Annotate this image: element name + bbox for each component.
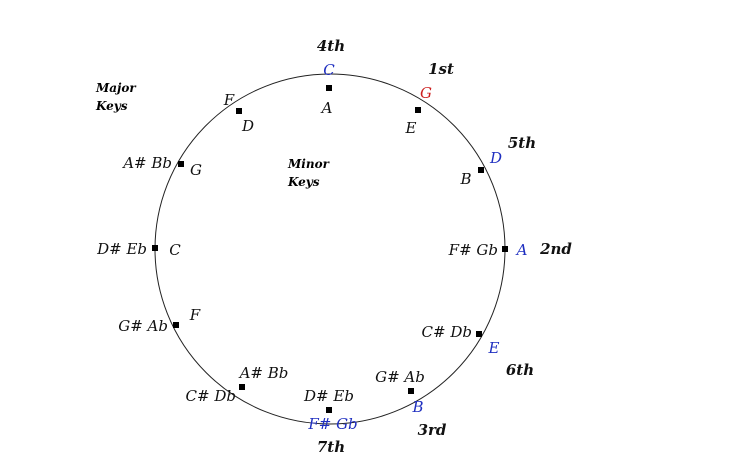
node-marker-a <box>502 246 508 252</box>
minor-key-label-b: G# Ab <box>375 368 425 386</box>
key-node-gs: G# Ab F <box>118 306 201 335</box>
major-key-label-d: D <box>489 149 502 167</box>
minor-keys-caption-line2: Keys <box>287 175 320 189</box>
major-key-label-e: E <box>488 339 500 357</box>
order-label-g: 1st <box>428 60 454 78</box>
minor-key-label-cs: A# Bb <box>238 364 289 382</box>
node-marker-fs <box>326 407 332 413</box>
key-node-d: DB 5th <box>459 134 536 188</box>
minor-key-label-f: D <box>241 117 254 135</box>
key-node-fs: F# Gb D# Eb 7th <box>303 387 358 455</box>
major-keys-caption-line2: Keys <box>95 99 128 113</box>
node-marker-gs <box>173 322 179 328</box>
major-keys-caption-line1: Major <box>95 81 137 95</box>
node-marker-e <box>476 331 482 337</box>
major-key-label-ds: D# Eb <box>96 240 147 258</box>
major-key-label-b: B <box>411 398 423 416</box>
node-marker-c <box>326 85 332 91</box>
key-node-f: FD <box>223 91 254 135</box>
minor-key-label-d: B <box>459 170 471 188</box>
order-label-c: 4th <box>317 37 345 55</box>
node-marker-cs <box>239 384 245 390</box>
major-key-label-f: F <box>223 91 235 109</box>
minor-key-label-ds: C <box>169 241 181 259</box>
major-key-label-cs: C# Db <box>186 387 236 405</box>
minor-key-label-a: F# Gb <box>448 241 498 259</box>
key-node-ds: D# Eb C <box>96 240 181 259</box>
minor-key-label-fs: D# Eb <box>303 387 354 405</box>
key-node-b: B G# Ab 3rd <box>375 368 447 439</box>
order-label-e: 6th <box>506 361 534 379</box>
key-node-as: A# Bb G <box>121 154 202 179</box>
node-marker-g <box>415 107 421 113</box>
major-key-label-c: C <box>323 61 335 79</box>
node-marker-ds <box>152 245 158 251</box>
minor-key-label-c: A <box>320 99 333 117</box>
node-marker-as <box>178 161 184 167</box>
major-key-label-fs: F# Gb <box>307 415 357 433</box>
order-label-fs: 7th <box>317 438 345 455</box>
order-label-b: 3rd <box>418 421 447 439</box>
minor-key-label-gs: F <box>189 306 201 324</box>
minor-key-label-e: C# Db <box>422 323 472 341</box>
major-key-label-gs: G# Ab <box>118 317 168 335</box>
key-node-a: A F# Gb 2nd <box>448 240 573 259</box>
minor-keys-caption-line1: Minor <box>287 157 331 171</box>
minor-key-label-g: E <box>405 119 417 137</box>
minor-key-label-as: G <box>190 161 202 179</box>
key-node-e: E C# Db 6th <box>422 323 535 379</box>
node-marker-f <box>236 108 242 114</box>
node-marker-b <box>408 388 414 394</box>
order-label-a: 2nd <box>539 240 572 258</box>
major-key-label-a: A <box>515 241 528 259</box>
order-label-d: 5th <box>508 134 536 152</box>
node-marker-d <box>478 167 484 173</box>
major-key-label-as: A# Bb <box>121 154 172 172</box>
key-node-g: GE 1st <box>405 60 454 137</box>
key-node-c: C A 4th <box>317 37 345 117</box>
key-node-cs: C# DbA# Bb <box>186 364 289 405</box>
major-key-label-g: G <box>420 84 432 102</box>
